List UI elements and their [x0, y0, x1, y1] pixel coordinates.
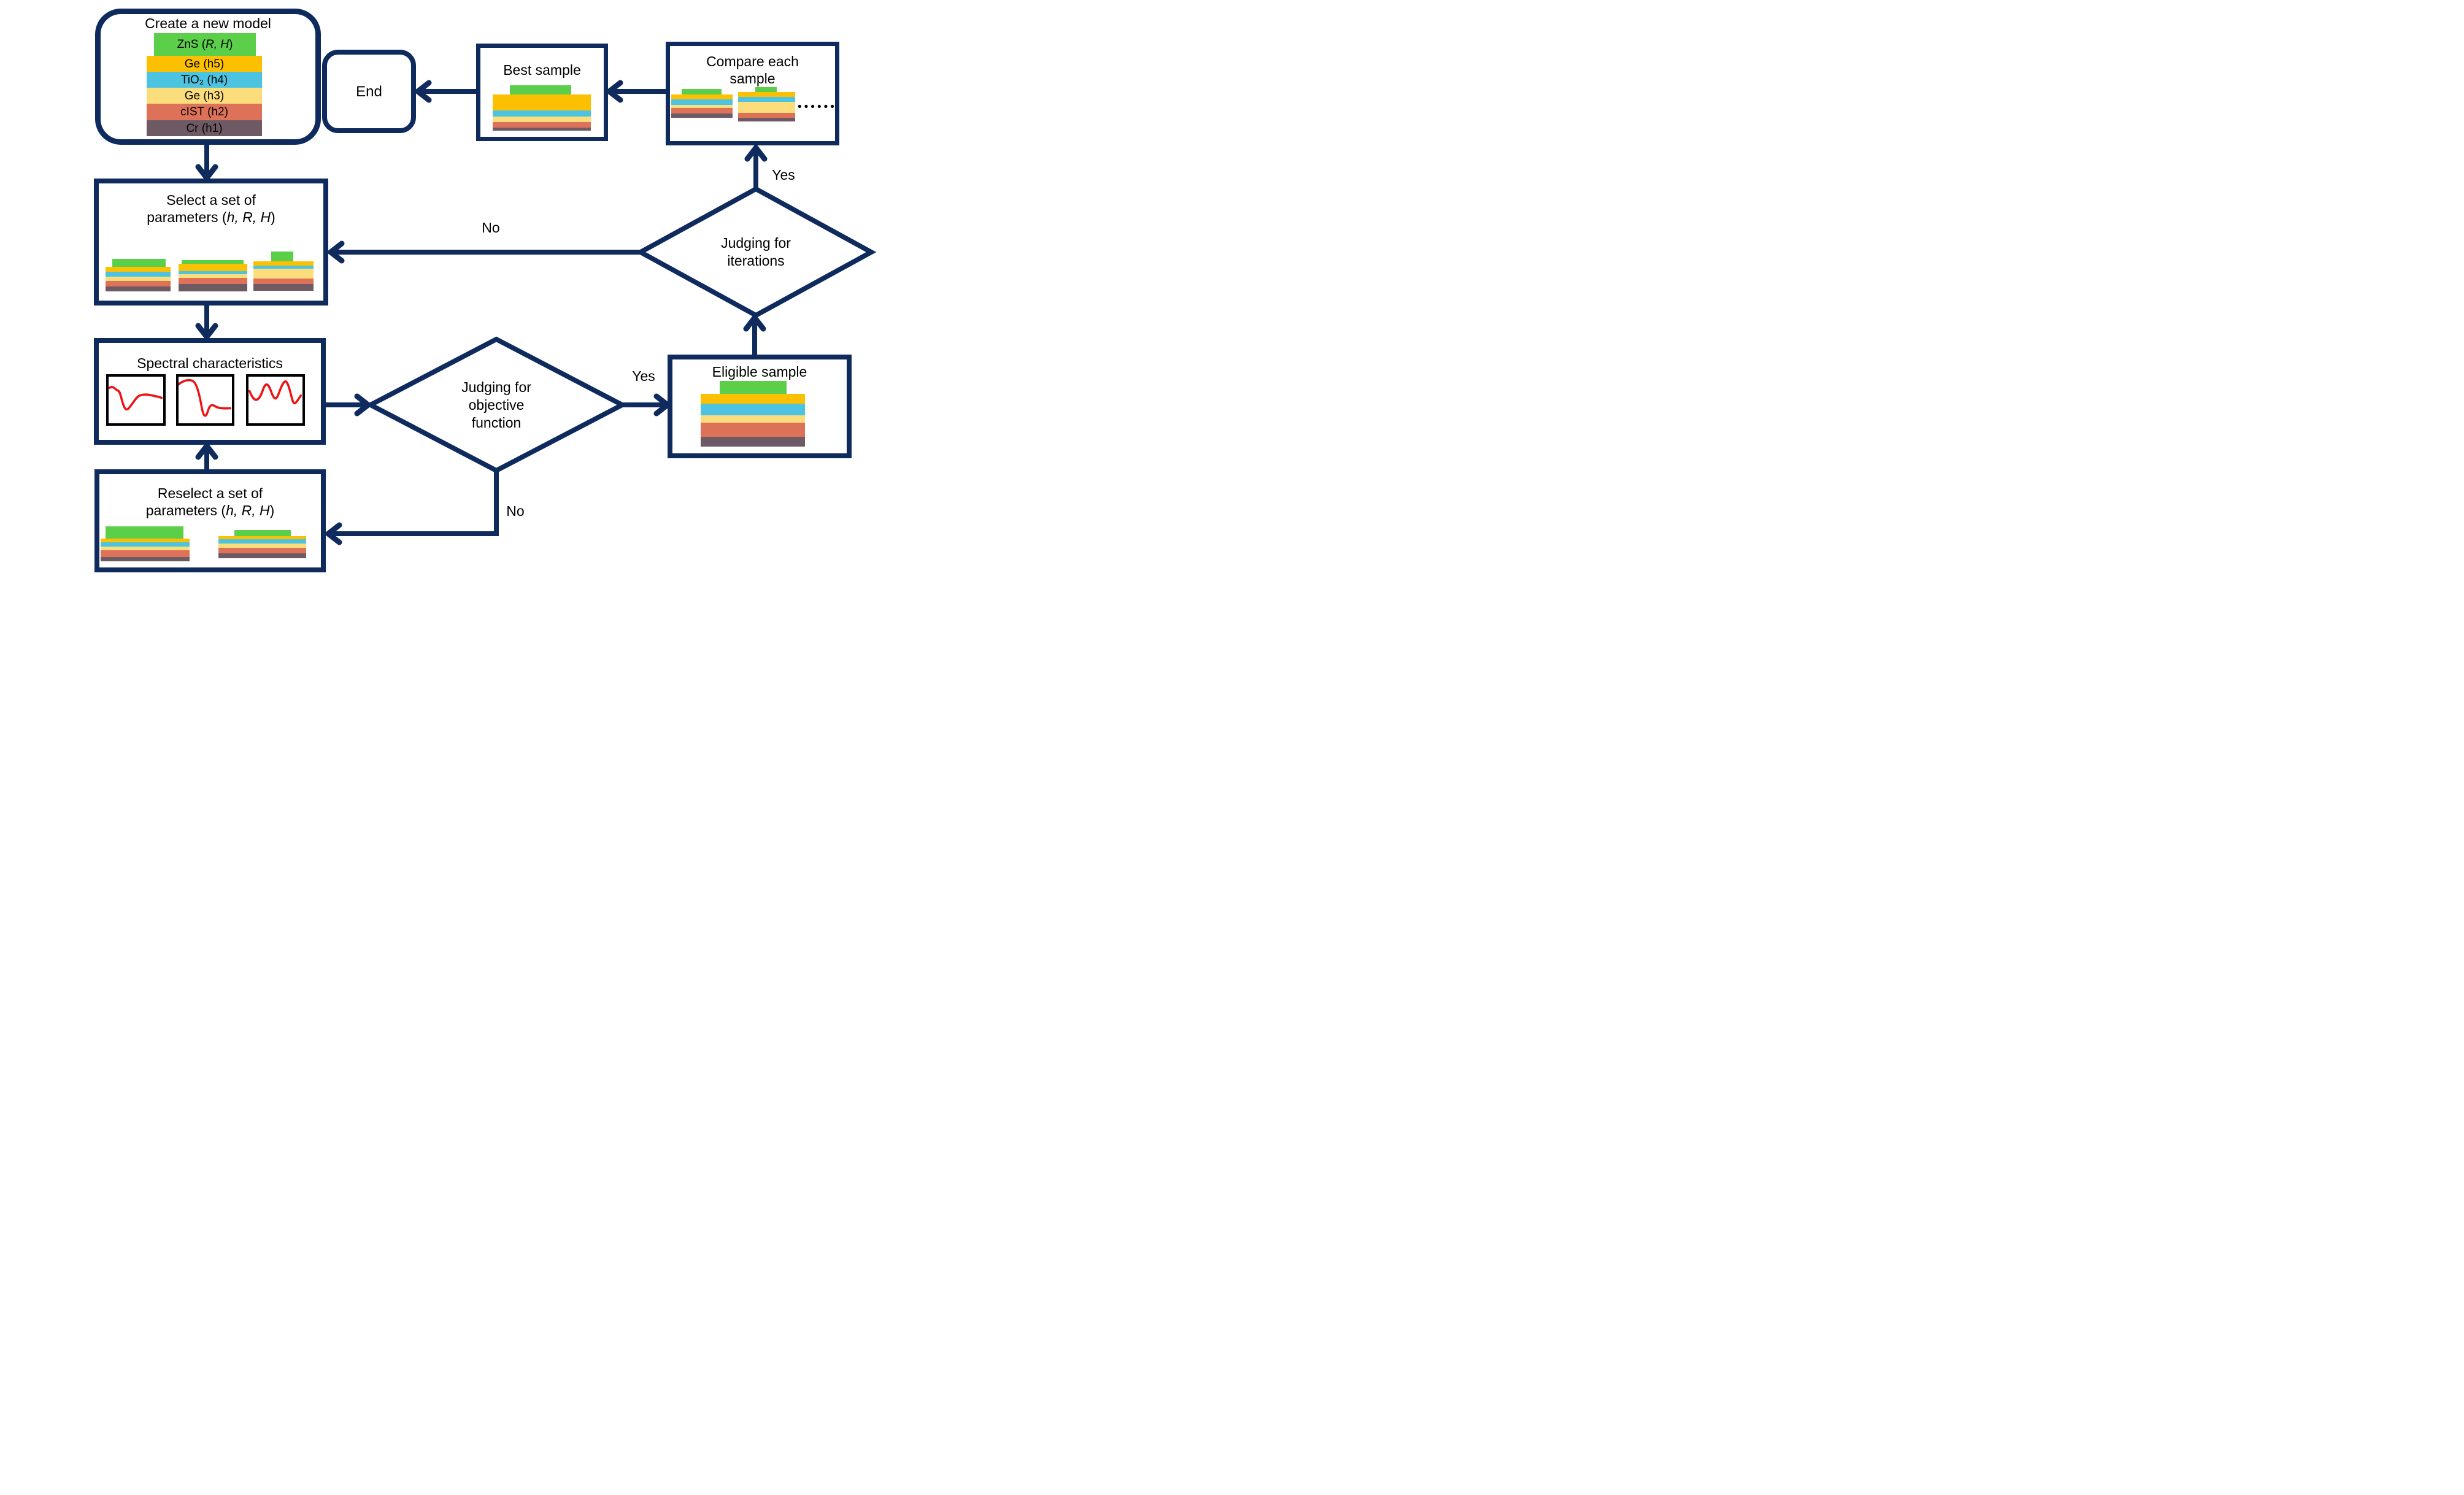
arrow-best-to-end: [413, 80, 476, 103]
diamond-judging-iterations: [635, 186, 877, 318]
reselect-stack2-blue: [218, 539, 306, 544]
create-layer-tio2: TiO₂ (h4): [147, 72, 262, 88]
compare-stack1-brown: [671, 113, 733, 118]
arrow-compare-to-best: [604, 80, 666, 103]
ellipsis-dots: ••••••: [798, 101, 837, 113]
best-layer-brown: [493, 128, 591, 131]
select-stack1-amber: [106, 267, 171, 272]
reselect-stack2-yellow: [218, 544, 306, 548]
spectrum-curve-3: [248, 380, 302, 405]
select-stack1-yellow: [106, 277, 171, 281]
compare-stack1-amber: [671, 94, 733, 99]
spectrum-curve-2: [177, 379, 232, 417]
edge-label-no-middle: No: [482, 220, 500, 236]
eligible-title: Eligible sample: [712, 364, 807, 380]
eligible-layer-yellow: [701, 415, 805, 423]
reselect-stack1-salmon: [101, 550, 190, 557]
compare-stack2-salmon: [738, 113, 795, 118]
create-model-title: Create a new model: [145, 15, 271, 31]
arrow-iterations-to-select: [326, 240, 641, 264]
create-layer-cr: Cr (h1): [147, 120, 262, 136]
select-stack2-yellow: [179, 274, 247, 278]
diamond-judging-objective: [365, 336, 628, 474]
select-stack2-green: [182, 260, 244, 264]
arrow-spectral-to-objective: [326, 393, 373, 417]
reselect-title: Reselect a set of parameters (h, R, H): [145, 485, 275, 518]
arrow-objective-to-reselect: [323, 471, 499, 545]
select-stack3-blue: [253, 266, 314, 269]
select-stack1-salmon: [106, 281, 171, 286]
spectrum-thumbnail-1: [106, 374, 166, 426]
compare-stack2-amber: [738, 92, 795, 97]
arrow-select-to-spectral: [195, 306, 218, 342]
reselect-stack1-brown: [101, 557, 190, 561]
reselect-stack1-amber: [101, 539, 190, 542]
reselect-stack1-green: [106, 526, 183, 539]
reselect-stack2-salmon: [218, 548, 306, 553]
edge-label-yes-right: Yes: [632, 368, 655, 384]
select-stack2-brown: [179, 284, 247, 291]
layer-label: ZnS (R, H): [177, 38, 233, 51]
reselect-stack2-amber: [218, 536, 306, 539]
edge-label-no-bottom: No: [506, 503, 525, 519]
spectrum-curve-1: [109, 385, 163, 411]
spectrum-thumbnail-3: [246, 374, 305, 426]
best-sample-title: Best sample: [503, 62, 581, 78]
arrow-objective-to-eligible: [622, 393, 672, 417]
reselect-stack1-blue: [101, 542, 190, 547]
best-layer-salmon: [493, 122, 591, 128]
compare-stack1-green: [682, 89, 722, 94]
select-stack2-salmon: [179, 278, 247, 284]
select-stack2-blue: [179, 271, 247, 274]
best-layer-amber: [493, 94, 591, 110]
arrow-eligible-to-iterations: [743, 313, 766, 355]
select-stack3-green: [271, 252, 293, 261]
compare-stack1-blue: [671, 99, 733, 105]
select-stack1-green: [112, 259, 166, 267]
end-title: End: [356, 83, 382, 100]
select-stack1-brown: [106, 286, 171, 291]
flowchart-canvas: Create a new model ZnS (R, H) Ge (h5) Ti…: [0, 0, 948, 575]
create-layer-cist: cIST (h2): [147, 104, 262, 120]
select-stack1-blue: [106, 272, 171, 277]
compare-stack2-brown: [738, 118, 795, 121]
compare-stack2-green: [755, 87, 777, 92]
reselect-stack2-green: [234, 530, 291, 536]
select-stack2-amber: [179, 264, 247, 271]
compare-stack1-yellow: [671, 105, 733, 108]
reselect-stack1-yellow: [101, 547, 190, 550]
select-stack3-yellow: [253, 269, 314, 279]
create-layer-ge3: Ge (h3): [147, 88, 262, 104]
eligible-layer-green: [720, 381, 787, 394]
arrow-reselect-to-spectral: [195, 441, 218, 469]
select-stack3-salmon: [253, 279, 314, 284]
eligible-layer-amber: [701, 394, 805, 404]
best-layer-green: [510, 85, 571, 94]
arrow-iterations-to-compare: [744, 143, 768, 189]
compare-stack2-yellow: [738, 102, 795, 113]
edge-label-yes-top: Yes: [772, 167, 795, 183]
best-layer-blue: [493, 110, 591, 117]
arrow-create-to-select: [195, 145, 218, 183]
create-layer-zns: ZnS (R, H): [154, 33, 256, 56]
node-end: [322, 50, 416, 133]
reselect-stack2-brown: [218, 553, 306, 558]
select-title: Select a set of parameters (h, R, H): [147, 192, 275, 225]
connector-layer: [195, 80, 877, 545]
compare-stack1-salmon: [671, 108, 733, 113]
create-layer-ge5: Ge (h5): [147, 56, 262, 72]
compare-stack2-blue: [738, 97, 795, 102]
select-stack3-amber: [253, 261, 314, 266]
best-layer-yellow: [493, 117, 591, 122]
spectrum-thumbnail-2: [176, 374, 234, 426]
eligible-layer-blue: [701, 404, 805, 415]
eligible-layer-brown: [701, 437, 805, 447]
objective-diamond-label: Judging for objective function: [461, 379, 531, 431]
eligible-layer-salmon: [701, 423, 805, 437]
select-stack3-brown: [253, 284, 314, 291]
spectral-title: Spectral characteristics: [137, 355, 283, 371]
